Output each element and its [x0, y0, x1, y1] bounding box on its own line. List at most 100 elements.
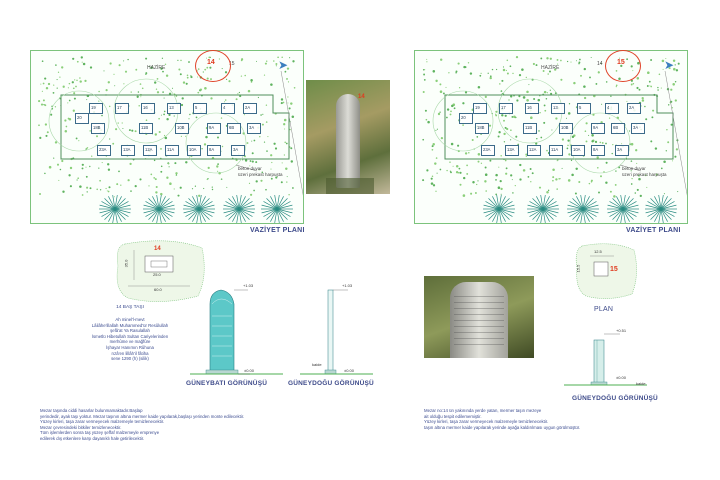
- left-base-label: kaide: [312, 362, 322, 367]
- inscription-line: Ah minel'l-mevt: [115, 317, 145, 322]
- left-stone-plan: 14 60.0 35.0 25.0: [110, 236, 210, 306]
- grave-label: 8A: [209, 147, 215, 152]
- left-se-elevation: +1.03 ±0.00 kaide: [298, 282, 378, 382]
- right-se-view-title: GÜNEYDOĞU GÖRÜNÜŞÜ: [572, 395, 658, 402]
- grave-label: 16: [143, 105, 148, 110]
- left-sw-elev-zero: ±0.00: [244, 368, 254, 373]
- grave-cell: 23A: [481, 145, 495, 156]
- right-dim-depth: 15.5: [575, 264, 581, 273]
- note-line: edilerek dış etkenlere karşı dayanıklı h…: [40, 435, 145, 441]
- grave-cell: 13A: [505, 145, 519, 156]
- grave-label: 3A: [249, 125, 255, 130]
- grave-cell: 10A: [187, 145, 201, 156]
- grave-label: 3A: [633, 125, 639, 130]
- grave-label: 2A: [245, 105, 251, 110]
- grave-cell: 8A: [591, 145, 605, 156]
- grave-label: 20: [461, 115, 466, 120]
- grave-cell: 6B: [227, 123, 241, 134]
- left-highlight-circle: [195, 50, 231, 82]
- right-wall-note-1: beton duvar: [622, 166, 646, 171]
- grave-label: 4: [223, 105, 226, 110]
- note-line: taşın altına mermer kaide yapılarak yeri…: [424, 424, 581, 430]
- grave-label: 3A: [617, 147, 623, 152]
- vegetation-dots: [422, 55, 680, 198]
- inscription-line: sene 1290 (h) (silik): [111, 356, 149, 362]
- note-line: Mezar no:14 ün yakınında yerde yatan, me…: [424, 408, 542, 413]
- grave-cell: 10B: [175, 123, 189, 134]
- grave-cell: 13: [167, 103, 181, 114]
- grave-cell: 6B: [611, 123, 625, 134]
- grave-cell: 13: [551, 103, 565, 114]
- note-line: yerindedir, ayak taşı yoktur. Mezar taşı…: [40, 413, 245, 419]
- grave-label: 11A: [167, 147, 175, 152]
- left-north-arrow-icon: ➤: [278, 58, 289, 72]
- inscription-line: İsmetlü Hibetullah Sultan Cariyelerinden: [91, 333, 169, 339]
- right-stone-plan: 12.5 15.5 15: [572, 240, 640, 300]
- grave-label: 18B: [93, 125, 101, 130]
- grave-cell: 12A: [527, 145, 541, 156]
- note-line: Yüzey kirleri, taşa zarar vermeyecek mal…: [424, 419, 549, 425]
- note-line: Yüzey kirleri, taşa zarar vermeyecek mal…: [40, 419, 165, 425]
- grave-cell: 17: [115, 103, 129, 114]
- inscription-line: İşhayar Hanımın Rûhuna: [106, 344, 154, 350]
- inscription-line: merhûme ve mağfûre: [109, 339, 151, 345]
- right-wall-note-2: üzeri prekast harpuşta: [622, 172, 667, 177]
- grave-cell: 20: [459, 113, 473, 124]
- grave-cell: 9A: [591, 123, 605, 134]
- note-line: Mezar çevresindeki bitkiler temizlenecek…: [40, 424, 122, 430]
- inscription-line: rızâ'en lillâh'il fâtiha: [111, 350, 149, 356]
- inscription-line: Lâilâhe'illallah Muhammed'ür Resûlullah: [91, 322, 169, 328]
- right-stone-photo: [424, 276, 534, 358]
- grave-cell: 13A: [121, 145, 135, 156]
- right-plan-title: PLAN: [594, 306, 614, 313]
- grave-cell: 23A: [97, 145, 111, 156]
- left-stone-photo: 14: [306, 80, 390, 194]
- grave-cell: 17: [499, 103, 513, 114]
- right-base-label: kaide: [636, 381, 646, 386]
- left-hazire-label: HAZİRE: [147, 65, 166, 71]
- left-site-plan-title: VAZİYET PLANI: [250, 227, 305, 234]
- left-notes: Mezar taşında ciddi hasarlar bulunmamakt…: [40, 408, 300, 442]
- grave-cell: 11A: [165, 145, 179, 156]
- right-site-plan-title: VAZİYET PLANI: [626, 227, 681, 234]
- grave-label: 12A: [145, 147, 153, 152]
- left-site-plan-drawing: [38, 56, 303, 223]
- grave-label: 10B: [177, 125, 185, 130]
- right-se-elevation: +0.51 ±0.00 kaide: [562, 326, 652, 390]
- grave-label: 23A: [99, 147, 107, 152]
- grave-cell: 2A: [627, 103, 641, 114]
- left-se-elev-zero: ±0.00: [344, 368, 354, 373]
- grave-cell: 9A: [207, 123, 221, 134]
- right-site-plan: HAZİRE 14 15 beton duvar üzeri prekast h…: [414, 50, 688, 224]
- note-line: Tüm işlemlerden sonra taş yüzey şeffaf m…: [40, 430, 160, 436]
- grave-cell: 19: [89, 103, 103, 114]
- left-site-plan: HAZİRE 14 15 beton duvar üzeri prekast h…: [30, 50, 304, 224]
- grave-label: 11B: [141, 125, 149, 130]
- grave-label: 16: [527, 105, 532, 110]
- grave-label: 9A: [209, 125, 215, 130]
- left-se-elev-top: +1.03: [342, 283, 353, 288]
- grave-label: 5: [195, 105, 198, 110]
- grave-cell: 8A: [207, 145, 221, 156]
- grave-label: 23A: [483, 147, 491, 152]
- left-plan-stone-tag: 14: [154, 246, 161, 252]
- grave-cell: 10B: [559, 123, 573, 134]
- note-line: ait olduğu tespit edilememiştir.: [424, 413, 482, 419]
- grave-cell: 18B: [475, 123, 489, 134]
- note-line: Mezar taşında ciddi hasarlar bulunmamakt…: [40, 408, 143, 413]
- grave-label: 8A: [593, 147, 599, 152]
- grave-cell: 10A: [571, 145, 585, 156]
- grave-cell: 16: [525, 103, 539, 114]
- grave-label: 4: [607, 105, 610, 110]
- grave-cell: 3A: [615, 145, 629, 156]
- grave-label: 19: [91, 105, 96, 110]
- grave-cell: 3A: [231, 145, 245, 156]
- left-dim-width: 60.0: [154, 287, 162, 292]
- grave-label: 6B: [229, 125, 235, 130]
- grave-cell: 11A: [549, 145, 563, 156]
- grave-cell: 11B: [523, 123, 537, 134]
- grave-label: 3A: [233, 147, 239, 152]
- right-se-elev-zero: ±0.00: [616, 375, 626, 380]
- right-highlight-circle: [605, 50, 641, 82]
- grave-label: 10A: [189, 147, 197, 152]
